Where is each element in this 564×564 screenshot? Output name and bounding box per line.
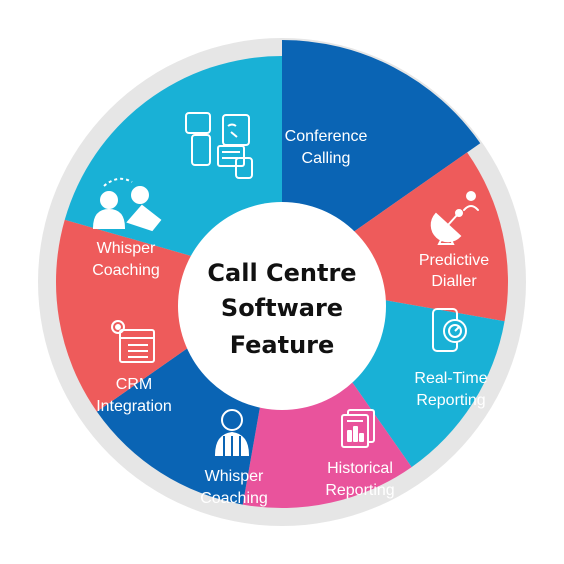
crm-integration-label-line-2: Integration <box>96 398 172 415</box>
predictive-dialler-label-line-2: Dialler <box>431 273 477 290</box>
real-time-reporting-label-line-2: Reporting <box>416 392 485 409</box>
whisper-coaching-top-label-line-2: Coaching <box>92 262 160 279</box>
conference-calling-icon <box>185 112 253 179</box>
conference-calling-label-line-2: Calling <box>302 150 351 167</box>
whisper-coaching-bottom-label-line-2: Coaching <box>200 490 268 507</box>
predictive-dialler-label-line-1: Predictive <box>419 252 489 269</box>
center-title-line-3: Feature <box>230 331 335 359</box>
historical-reporting-icon <box>341 409 375 448</box>
whisper-coaching-bottom-label-line-1: Whisper <box>205 468 264 485</box>
crm-integration-label-line-1: CRM <box>116 376 152 393</box>
whisper-coaching-top-label-line-1: Whisper <box>97 240 156 257</box>
whisper-coaching-agent-icon <box>214 409 250 456</box>
segment-conference-notch <box>282 40 300 222</box>
historical-reporting-label-line-1: Historical <box>327 460 393 477</box>
crm-integration-icon <box>111 320 155 363</box>
center-title-line-1: Call Centre <box>207 259 356 287</box>
center-title-line-2: Software <box>221 294 343 322</box>
center-circle <box>178 202 386 410</box>
real-time-reporting-icon <box>432 308 467 352</box>
real-time-reporting-label-line-1: Real-Time <box>414 370 487 387</box>
whisper-coaching-icon <box>92 177 162 232</box>
predictive-dialler-icon <box>430 191 479 245</box>
historical-reporting-label-line-2: Reporting <box>325 482 394 499</box>
conference-calling-label-line-1: Conference <box>285 128 368 145</box>
